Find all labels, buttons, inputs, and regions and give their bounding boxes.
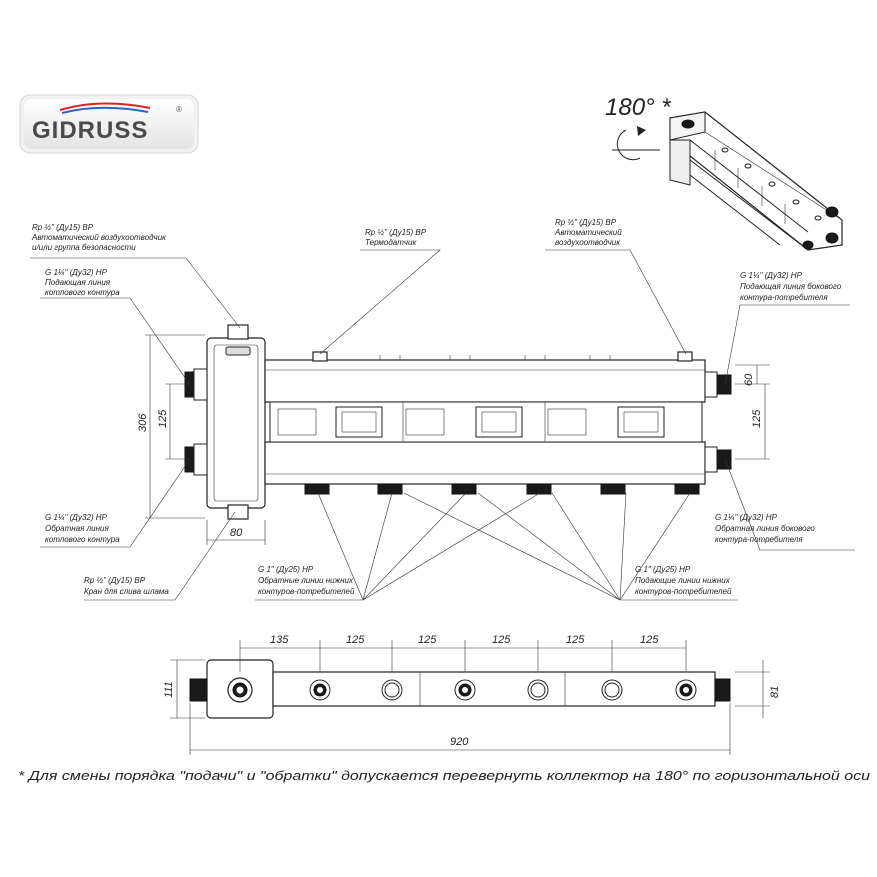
manifold-top xyxy=(272,671,716,707)
svg-text:G 1¼" (Ду32) НР: G 1¼" (Ду32) НР xyxy=(45,513,108,522)
dim-bottom-width: 80 xyxy=(230,527,243,539)
footnote: * Для смены порядка "подачи" и "обратки"… xyxy=(18,768,870,783)
svg-text:котлового контура: котлового контура xyxy=(45,288,120,297)
svg-text:Rp ½" (Ду15) ВР: Rp ½" (Ду15) ВР xyxy=(555,218,617,227)
svg-text:Подающие линии нижних: Подающие линии нижних xyxy=(635,576,731,585)
svg-text:контура-потребителя: контура-потребителя xyxy=(740,293,828,302)
svg-text:Подающая линия бокового: Подающая линия бокового xyxy=(740,282,842,291)
registered-mark: ® xyxy=(176,105,182,114)
dim-top-spacing-2: 125 xyxy=(346,634,365,646)
side-supply-port xyxy=(716,374,732,395)
callout-air-vent-right: Rp ½" (Ду15) ВР Автоматический воздухоот… xyxy=(554,218,622,247)
top-dimensions xyxy=(170,640,770,755)
bypass-windows xyxy=(269,401,703,443)
dim-top-spacing-6: 125 xyxy=(640,634,659,646)
callout-side-return: G 1¼" (Ду32) НР Обратная линия бокового … xyxy=(715,513,815,544)
dim-top-spacing-3: 125 xyxy=(418,634,437,646)
callout-lower-return: G 1" (Ду25) НР Обратные линии нижних кон… xyxy=(258,565,355,596)
dim-right-offset: 60 xyxy=(743,373,755,386)
callout-air-vent-safety: Rp ½" (Ду15) ВР Автоматический воздухоот… xyxy=(31,223,167,252)
callout-thermometer: Rp ½" (Ду15) ВР Термодатчик xyxy=(365,228,427,247)
right-air-vent-port xyxy=(677,351,693,362)
top-air-vent-port xyxy=(227,324,249,340)
front-view xyxy=(184,324,732,520)
svg-text:Обратная линия бокового: Обратная линия бокового xyxy=(715,524,815,533)
svg-text:воздухоотводчик: воздухоотводчик xyxy=(555,238,621,247)
svg-text:Подающая линия: Подающая линия xyxy=(45,278,111,287)
dim-front-spacing-left: 125 xyxy=(157,409,169,428)
top-view xyxy=(189,659,731,719)
callout-side-supply: G 1¼" (Ду32) НР Подающая линия бокового … xyxy=(740,271,842,302)
drain-port xyxy=(227,504,249,520)
rotate-arrow-icon xyxy=(616,129,641,161)
logo-text: GIDRUSS xyxy=(32,117,148,144)
bottom-outlets xyxy=(304,483,700,495)
gidruss-logo: GIDRUSS ® xyxy=(19,94,199,154)
top-outlets xyxy=(309,679,697,701)
callout-boiler-return: G 1¼" (Ду32) НР Обратная линия котлового… xyxy=(45,513,120,544)
side-return-port xyxy=(716,449,732,470)
callout-boiler-supply: G 1¼" (Ду32) НР Подающая линия котлового… xyxy=(45,268,120,297)
separator-badge xyxy=(225,346,251,356)
dim-top-spacing-5: 125 xyxy=(566,634,585,646)
callout-drain: Rp ½" (Ду15) ВР Кран для слива шлама xyxy=(84,576,169,596)
svg-text:Rp ½" (Ду15) ВР: Rp ½" (Ду15) ВР xyxy=(84,576,146,585)
svg-text:Термодатчик: Термодатчик xyxy=(365,238,417,247)
svg-text:Rp ½" (Ду15) ВР: Rp ½" (Ду15) ВР xyxy=(32,223,94,232)
svg-text:G 1" (Ду25) НР: G 1" (Ду25) НР xyxy=(635,565,691,574)
svg-text:Rp ½" (Ду15) ВР: Rp ½" (Ду15) ВР xyxy=(365,228,427,237)
dim-top-height-left: 111 xyxy=(163,681,175,698)
dim-front-spacing-right: 125 xyxy=(751,409,763,428)
svg-text:Обратные линии нижних: Обратные линии нижних xyxy=(258,576,354,585)
callout-lower-supply: G 1" (Ду25) НР Подающие линии нижних кон… xyxy=(635,565,732,596)
svg-text:Автоматический воздухоотводчик: Автоматический воздухоотводчик xyxy=(31,233,167,242)
svg-text:G 1¼" (Ду32) НР: G 1¼" (Ду32) НР xyxy=(740,271,803,280)
top-right-port xyxy=(714,678,731,702)
svg-text:G 1¼" (Ду32) НР: G 1¼" (Ду32) НР xyxy=(45,268,108,277)
dim-top-spacing-4: 125 xyxy=(492,634,511,646)
separator-column xyxy=(206,337,266,509)
rotation-indicator: 180° * xyxy=(605,94,671,161)
rotation-label: 180° * xyxy=(605,94,671,121)
svg-text:контуров-потребителей: контуров-потребителей xyxy=(258,587,355,596)
svg-text:Кран для слива шлама: Кран для слива шлама xyxy=(84,587,169,596)
svg-text:и/или группа безопасности: и/или группа безопасности xyxy=(32,243,136,252)
svg-text:контура-потребителя: контура-потребителя xyxy=(715,535,803,544)
svg-text:Автоматический: Автоматический xyxy=(554,228,622,237)
dim-top-spacing-1: 135 xyxy=(270,634,289,646)
isometric-view xyxy=(669,111,843,251)
dim-top-total: 920 xyxy=(450,736,469,748)
callout-leaders xyxy=(30,249,855,601)
svg-text:котлового контура: котлового контура xyxy=(45,535,120,544)
svg-text:G 1¼" (Ду32) НР: G 1¼" (Ду32) НР xyxy=(715,513,778,522)
top-left-port xyxy=(189,678,208,702)
front-dimensions xyxy=(145,334,770,545)
svg-text:контуров-потребителей: контуров-потребителей xyxy=(635,587,732,596)
dim-top-height-right: 81 xyxy=(769,686,781,698)
return-manifold xyxy=(264,441,706,485)
svg-text:Обратная линия: Обратная линия xyxy=(45,524,109,533)
svg-text:G 1" (Ду25) НР: G 1" (Ду25) НР xyxy=(258,565,314,574)
supply-manifold xyxy=(264,359,706,403)
dim-front-height: 306 xyxy=(137,413,149,432)
thermometer-port xyxy=(312,351,328,362)
